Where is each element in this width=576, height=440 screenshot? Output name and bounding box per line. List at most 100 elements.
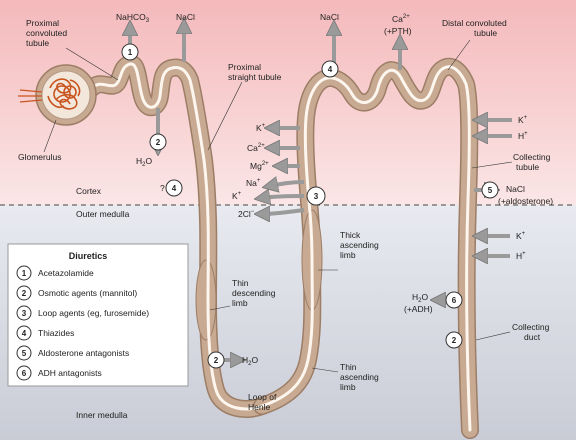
svg-text:2: 2 xyxy=(452,336,457,345)
svg-text:straight tubule: straight tubule xyxy=(228,72,282,82)
svg-text:ascending: ascending xyxy=(340,240,379,250)
legend-item: 3 Loop agents (eg, furosemide) xyxy=(16,305,149,321)
glomerulus-label: Glomerulus xyxy=(18,152,61,162)
svg-text:4: 4 xyxy=(172,184,177,193)
k-collecting2-label: K+ xyxy=(516,231,526,241)
marker-2-duct: 2 xyxy=(445,331,463,349)
svg-text:2: 2 xyxy=(214,356,219,365)
legend-item: 4 Thiazides xyxy=(16,325,74,341)
svg-text:Acetazolamide: Acetazolamide xyxy=(38,268,94,278)
svg-text:Distal convoluted: Distal convoluted xyxy=(442,18,507,28)
svg-text:tubule: tubule xyxy=(26,38,49,48)
svg-text:Thin: Thin xyxy=(340,362,357,372)
cl-loop-label: 2Cl− xyxy=(238,209,255,219)
svg-text:Proximal: Proximal xyxy=(26,18,59,28)
svg-text:3: 3 xyxy=(314,192,319,201)
svg-text:Henle: Henle xyxy=(248,402,270,412)
question-label: ? xyxy=(160,183,165,193)
ca-loop-label: Ca2+ xyxy=(247,143,265,153)
marker-3-loop: 3 xyxy=(306,186,326,206)
diuretics-legend: Diuretics 1 Acetazolamide 2 Osmotic agen… xyxy=(7,243,189,387)
marker-5-collecting: 5 xyxy=(481,181,499,199)
inner-medulla-label: Inner medulla xyxy=(76,410,128,420)
svg-text:Collecting: Collecting xyxy=(512,322,550,332)
svg-text:Thiazides: Thiazides xyxy=(38,328,74,338)
svg-text:convoluted: convoluted xyxy=(26,28,67,38)
nahco3-label: NaHCO3 xyxy=(116,12,150,24)
collecting-tubule-label: Collecting tubule xyxy=(471,152,551,172)
marker-2-proximal: 2 xyxy=(149,133,167,151)
h-collecting2-label: H+ xyxy=(516,251,526,261)
svg-text:2: 2 xyxy=(22,289,27,298)
svg-text:5: 5 xyxy=(22,349,27,358)
loop-of-henle-label: Loop of Henle xyxy=(248,392,277,412)
h2o-proximal-label: H2O xyxy=(136,156,152,168)
svg-text:limb: limb xyxy=(340,250,356,260)
aldosterone-label: (+aldosterone) xyxy=(498,196,553,206)
marker-4-distal: 4 xyxy=(321,60,339,78)
outer-medulla-label: Outer medulla xyxy=(76,209,130,219)
svg-text:Thick: Thick xyxy=(340,230,361,240)
nacl-proximal-label: NaCl xyxy=(176,12,195,22)
marker-1: 1 xyxy=(121,43,139,61)
svg-text:2: 2 xyxy=(156,138,161,147)
collecting-duct-label: Collecting duct xyxy=(475,322,550,342)
svg-text:1: 1 xyxy=(22,269,27,278)
svg-text:Collecting: Collecting xyxy=(513,152,551,162)
nacl-distal-label: NaCl xyxy=(320,12,339,22)
svg-text:tubule: tubule xyxy=(516,162,539,172)
svg-text:tubule: tubule xyxy=(474,28,497,38)
cortex-region xyxy=(0,0,576,205)
svg-text:duct: duct xyxy=(524,332,541,342)
adh-label: (+ADH) xyxy=(404,304,433,314)
svg-text:Loop of: Loop of xyxy=(248,392,277,402)
svg-text:ADH antagonists: ADH antagonists xyxy=(38,368,102,378)
svg-text:1: 1 xyxy=(128,48,133,57)
marker-6-collecting: 6 xyxy=(445,291,463,309)
marker-2-thin: 2 xyxy=(207,351,225,369)
legend-item: 5 Aldosterone antagonists xyxy=(16,345,129,361)
mg-loop-label: Mg2+ xyxy=(250,161,269,171)
svg-text:5: 5 xyxy=(488,186,493,195)
svg-text:Osmotic agents (mannitol): Osmotic agents (mannitol) xyxy=(38,288,137,298)
svg-text:descending: descending xyxy=(232,288,276,298)
k-loop-label: K+ xyxy=(256,123,266,133)
legend-item: 2 Osmotic agents (mannitol) xyxy=(16,285,137,301)
svg-text:3: 3 xyxy=(22,309,27,318)
svg-text:limb: limb xyxy=(232,298,248,308)
cortex-label: Cortex xyxy=(76,186,102,196)
pth-label: (+PTH) xyxy=(384,26,412,36)
h-collecting-label: H+ xyxy=(518,131,528,141)
thin-ascending-label: Thin ascending limb xyxy=(311,362,379,392)
tubule xyxy=(83,55,479,439)
svg-text:4: 4 xyxy=(328,65,333,74)
svg-text:6: 6 xyxy=(452,296,457,305)
k2-loop-label: K+ xyxy=(232,191,242,201)
ca-distal-label: Ca2+ xyxy=(392,14,410,24)
k-collecting-label: K+ xyxy=(518,115,528,125)
svg-text:Loop agents (eg, furosemide): Loop agents (eg, furosemide) xyxy=(38,308,149,318)
legend-item: 1 Acetazolamide xyxy=(16,265,94,281)
nacl-collecting-label: NaCl xyxy=(506,184,525,194)
proximal-convoluted-label: Proximal convoluted tubule xyxy=(26,18,119,81)
thick-ascending-label: Thick ascending limb xyxy=(318,230,379,271)
svg-text:Aldosterone antagonists: Aldosterone antagonists xyxy=(38,348,129,358)
glomerulus xyxy=(18,64,97,126)
proximal-straight-label: Proximal straight tubule xyxy=(207,62,282,151)
svg-text:ascending: ascending xyxy=(340,372,379,382)
thin-descending-label: Thin descending limb xyxy=(209,278,276,311)
svg-text:limb: limb xyxy=(340,382,356,392)
na-loop-label: Na+ xyxy=(246,178,261,188)
legend-item: 6 ADH antagonists xyxy=(16,365,102,381)
distal-convoluted-label: Distal convoluted tubule xyxy=(442,18,507,71)
svg-text:Proximal: Proximal xyxy=(228,62,261,72)
svg-text:6: 6 xyxy=(22,369,27,378)
h2o-adh-label: H2O xyxy=(412,292,428,304)
svg-text:4: 4 xyxy=(22,329,27,338)
marker-4-question: 4 xyxy=(165,179,183,197)
h2o-thin-label: H2O xyxy=(242,355,258,367)
legend-title: Diuretics xyxy=(69,251,108,261)
svg-text:Thin: Thin xyxy=(232,278,249,288)
